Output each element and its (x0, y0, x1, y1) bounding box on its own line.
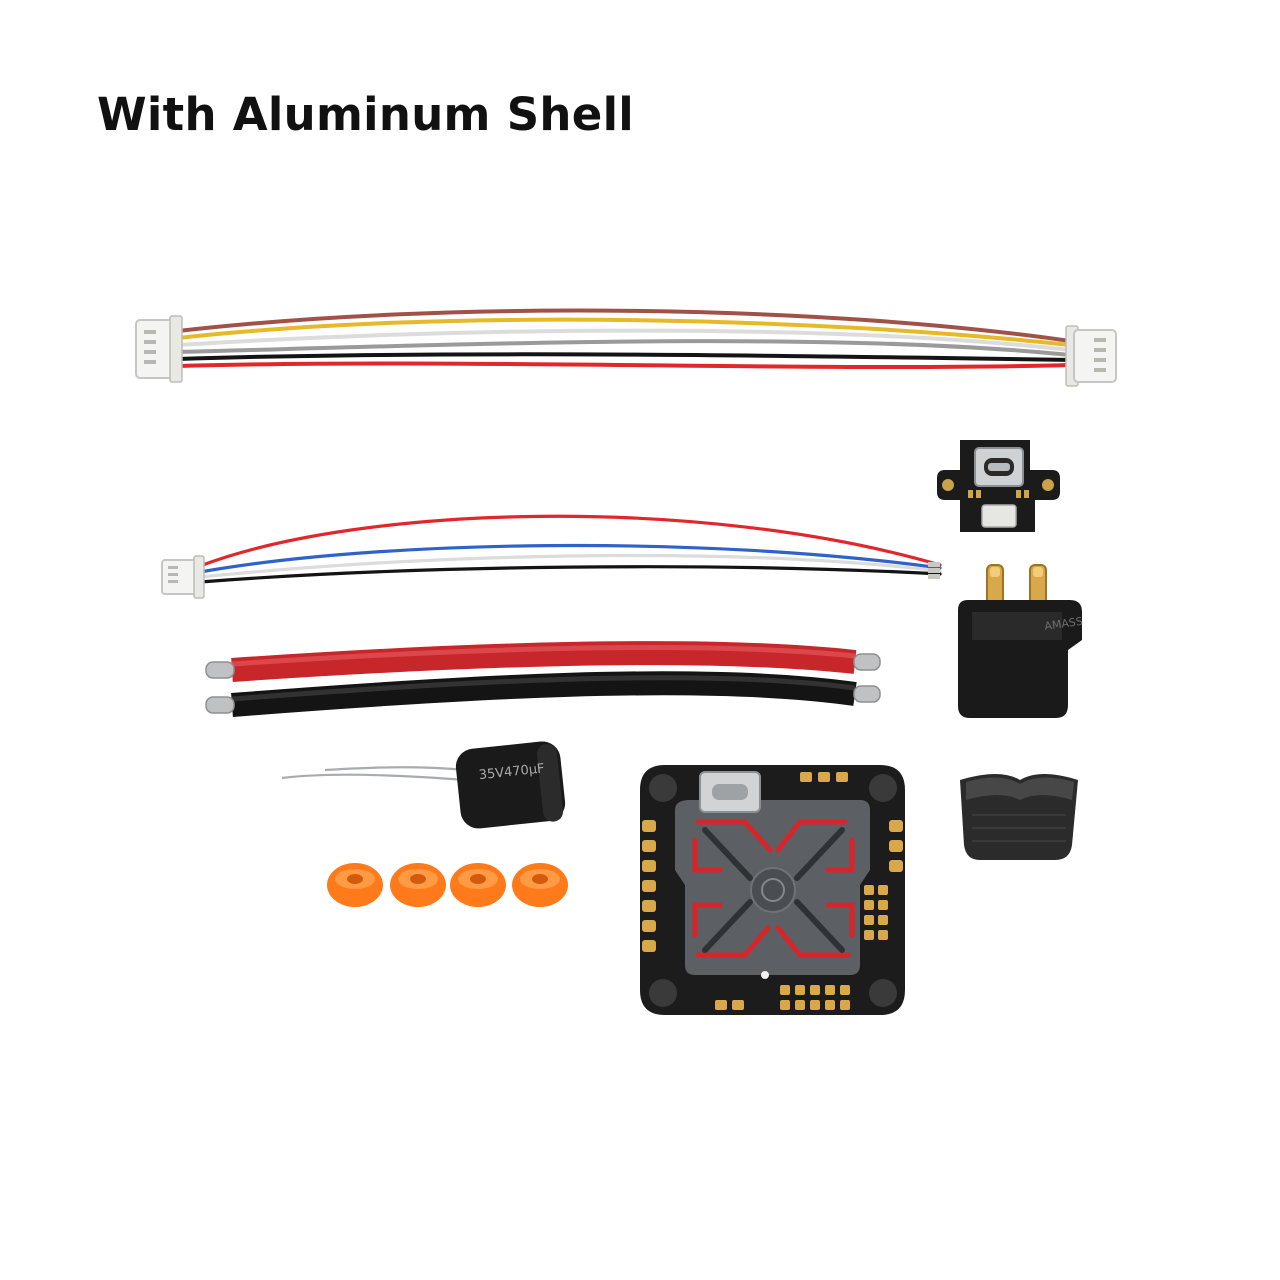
svg-text:35V470μF: 35V470μF (478, 761, 545, 783)
grommet (512, 863, 568, 907)
grommet (327, 863, 383, 907)
grommet (450, 863, 506, 907)
jst-plug-right (1065, 325, 1117, 387)
grommet (390, 863, 446, 907)
flight-controller-aluminum-shell (640, 765, 905, 1015)
svg-text:AMASS: AMASS (1044, 615, 1084, 633)
electrolytic-capacitor: 35V470μF (281, 741, 566, 829)
rubber-grommets (327, 863, 568, 907)
jst-plug-4pin (161, 555, 205, 599)
usb-c-adapter-board (937, 440, 1060, 532)
6-pin-jst-cable (135, 308, 1117, 387)
silicone-power-leads (205, 641, 881, 717)
jst-plug-left (135, 315, 183, 383)
page-title: With Aluminum Shell (97, 88, 635, 141)
xt60-cap (960, 774, 1078, 860)
4-pin-jst-cable (161, 514, 942, 599)
xt60-connector: AMASS (958, 564, 1084, 718)
